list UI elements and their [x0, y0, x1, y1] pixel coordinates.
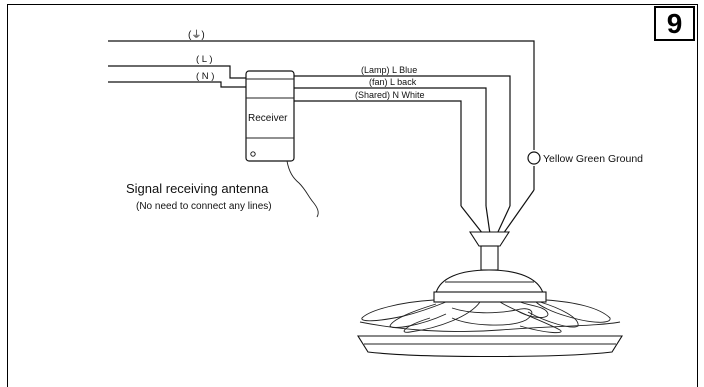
diagram-frame [7, 4, 698, 387]
ground-connector-icon [527, 151, 541, 165]
ground-wire [108, 40, 541, 235]
ceiling-fan-illustration [357, 231, 623, 358]
antenna-wire [286, 160, 319, 218]
page-number-badge: 9 [654, 6, 695, 41]
fan-wire [294, 87, 491, 235]
lamp-wire-label: (Lamp) L Blue [361, 65, 417, 75]
lamp-wire [294, 75, 511, 235]
ground-wire-label: Yellow Green Ground [543, 153, 643, 165]
antenna-title: Signal receiving antenna [126, 181, 269, 196]
receiver-box [245, 70, 295, 162]
shared-wire-label: (Shared) N White [355, 90, 425, 100]
antenna-note: (No need to connect any lines) [136, 201, 272, 212]
incoming-line-wire [108, 65, 246, 79]
receiver-label: Receiver [248, 113, 288, 124]
ground-symbol-label: (⏚) [188, 29, 205, 41]
incoming-neutral-wire [108, 81, 246, 88]
line-label: ( L ) [196, 54, 213, 65]
neutral-label: ( N ) [196, 71, 214, 82]
fan-wire-label: (fan) L back [369, 77, 417, 87]
shared-wire [294, 100, 484, 235]
